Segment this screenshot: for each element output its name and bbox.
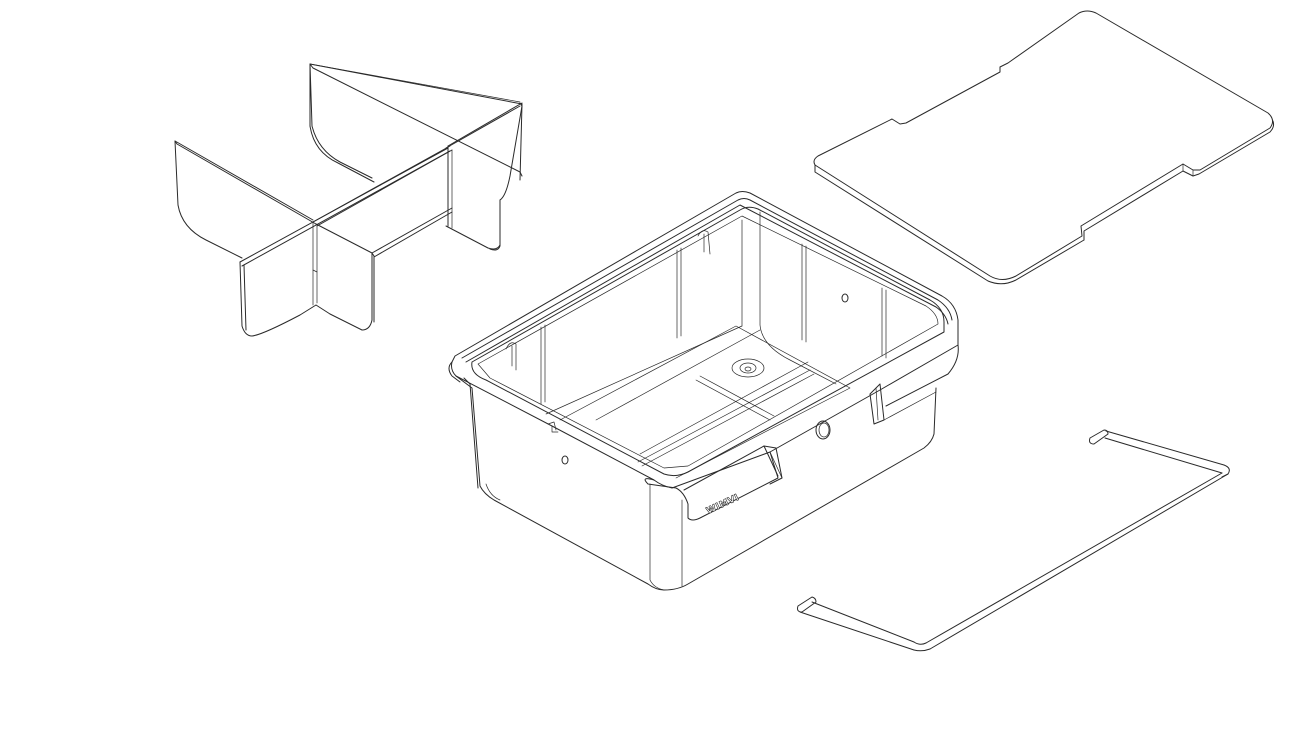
bin: WIMVI	[448, 191, 959, 591]
brand-logo: WIMVI	[705, 493, 741, 517]
wire-handle	[797, 429, 1230, 652]
divider-insert	[174, 63, 523, 337]
lid	[813, 10, 1275, 285]
